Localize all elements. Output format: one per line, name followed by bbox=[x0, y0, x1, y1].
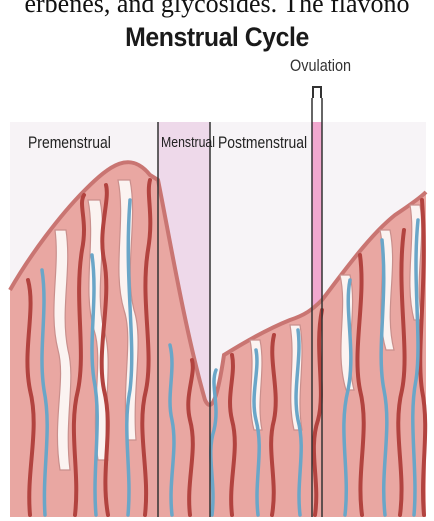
phase-label-postmenstrual: Postmenstrual bbox=[218, 133, 307, 153]
phase-label-menstrual: Menstrual bbox=[161, 134, 215, 151]
phase-label-premenstrual: Premenstrual bbox=[28, 133, 111, 153]
